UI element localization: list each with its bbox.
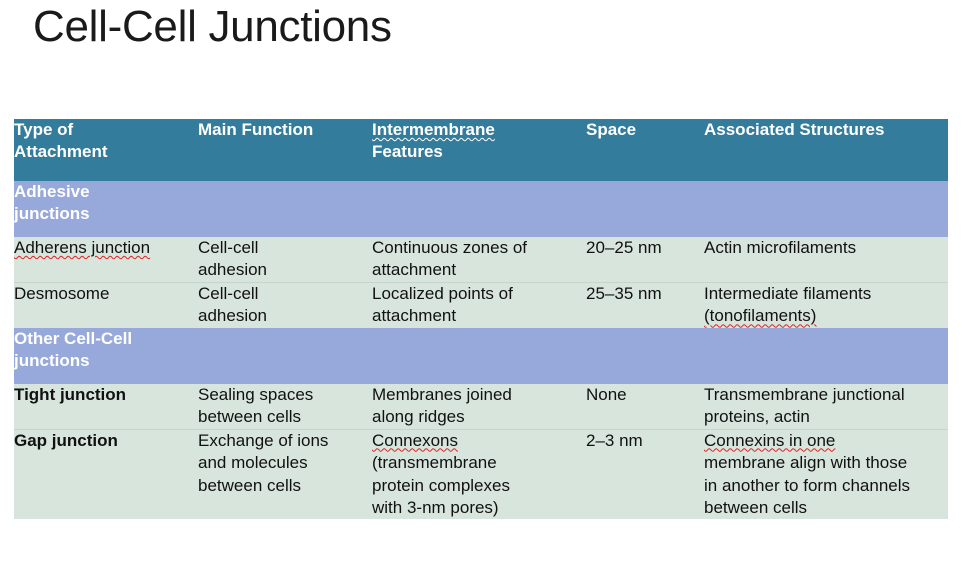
associated-line1: Transmembrane junctional bbox=[704, 384, 905, 404]
section-header-other-cell-cell-junctions-cell: Other Cell-Cell junctions bbox=[14, 327, 948, 384]
column-header-type-line2: Attachment bbox=[14, 141, 108, 161]
cell-main-function: Sealing spaces between cells bbox=[198, 383, 372, 430]
column-header-intermembrane-features: Intermembrane Features bbox=[372, 119, 586, 181]
cell-associated-structures: Intermediate filaments (tonofilaments) bbox=[704, 281, 948, 328]
cell-intermembrane-features: Connexons (transmembrane protein complex… bbox=[372, 428, 586, 520]
main-function-line1: Sealing spaces bbox=[198, 384, 314, 404]
cell-space: 25–35 nm bbox=[586, 281, 704, 328]
cell-type-attachment: Gap junction bbox=[14, 428, 198, 520]
section-title-line2: junctions bbox=[14, 203, 90, 223]
table-row: Gap junction Exchange of ions and molecu… bbox=[14, 428, 948, 520]
table-row: Desmosome Cell-cell adhesion Localized p… bbox=[14, 281, 948, 328]
main-function-line1: Cell-cell bbox=[198, 238, 259, 257]
intermembrane-line1: Membranes joined bbox=[372, 384, 512, 404]
cell-associated-structures: Connexins in one membrane align with tho… bbox=[704, 428, 948, 520]
intermembrane-line1: Continuous zones of bbox=[372, 238, 527, 257]
cell-type-attachment: Tight junction bbox=[14, 383, 198, 430]
cell-associated-structures: Transmembrane junctional proteins, actin bbox=[704, 383, 948, 430]
main-function-line1: Exchange of ions bbox=[198, 430, 329, 450]
intermembrane-line1: Localized points of bbox=[372, 283, 513, 303]
page-title: Cell-Cell Junctions bbox=[33, 2, 392, 51]
table-row: Tight junction Sealing spaces between ce… bbox=[14, 383, 948, 430]
section-title-line1: Other Cell-Cell bbox=[14, 328, 133, 348]
cell-junctions-table: Type of Attachment Main Function Interme… bbox=[14, 119, 948, 520]
associated-line2: proteins, actin bbox=[704, 407, 810, 427]
row-label-desmosome: Desmosome bbox=[14, 283, 110, 303]
column-header-type: Type of Attachment bbox=[14, 119, 198, 181]
intermembrane-line4: with 3-nm pores) bbox=[372, 497, 499, 517]
column-header-intermembrane-line1: Intermembrane bbox=[372, 120, 495, 139]
main-function-line2: adhesion bbox=[198, 306, 268, 326]
cell-associated-structures: Actin microfilaments bbox=[704, 237, 948, 283]
associated-line3: in another to form channels bbox=[704, 475, 911, 495]
section-title-line2: junctions bbox=[14, 350, 90, 370]
intermembrane-line2: attachment bbox=[372, 260, 457, 280]
associated-line1: Intermediate filaments bbox=[704, 283, 872, 303]
section-title-line1: Adhesive bbox=[14, 182, 90, 201]
cell-intermembrane-features: Continuous zones of attachment bbox=[372, 237, 586, 283]
cell-main-function: Cell-cell adhesion bbox=[198, 281, 372, 328]
main-function-line1: Cell-cell bbox=[198, 283, 259, 303]
main-function-line2: adhesion bbox=[198, 260, 268, 280]
cell-main-function: Exchange of ions and molecules between c… bbox=[198, 428, 372, 520]
table-header-row: Type of Attachment Main Function Interme… bbox=[14, 119, 948, 181]
section-header-adhesive-junctions: Adhesive junctions bbox=[14, 181, 948, 237]
intermembrane-line2: attachment bbox=[372, 306, 457, 326]
intermembrane-line3: protein complexes bbox=[372, 475, 510, 495]
section-header-adhesive-junctions-cell: Adhesive junctions bbox=[14, 181, 948, 237]
associated-line2: membrane align with those bbox=[704, 453, 908, 473]
associated-line2: (tonofilaments) bbox=[704, 306, 817, 326]
intermembrane-line2: along ridges bbox=[372, 407, 465, 427]
main-function-line2: between cells bbox=[198, 407, 302, 427]
column-header-type-line1: Type of bbox=[14, 120, 74, 139]
cell-space: 2–3 nm bbox=[586, 428, 704, 520]
table-row: Adherens junction Cell-cell adhesion Con… bbox=[14, 237, 948, 283]
cell-main-function: Cell-cell adhesion bbox=[198, 237, 372, 283]
main-function-line3: between cells bbox=[198, 475, 302, 495]
column-header-associated-line1: Associated Structures bbox=[704, 120, 885, 139]
cell-space: 20–25 nm bbox=[586, 237, 704, 283]
intermembrane-line1: Connexons bbox=[372, 430, 459, 450]
cell-intermembrane-features: Membranes joined along ridges bbox=[372, 383, 586, 430]
associated-line4: between cells bbox=[704, 497, 808, 517]
column-header-intermembrane-line2: Features bbox=[372, 141, 443, 161]
cell-space: None bbox=[586, 383, 704, 430]
associated-line1: Connexins in one bbox=[704, 430, 836, 450]
cell-intermembrane-features: Localized points of attachment bbox=[372, 281, 586, 328]
associated-line1: Actin microfilaments bbox=[704, 238, 857, 257]
table-header: Type of Attachment Main Function Interme… bbox=[14, 119, 948, 181]
section-header-other-cell-cell-junctions: Other Cell-Cell junctions bbox=[14, 327, 948, 384]
column-header-main-function-line1: Main Function bbox=[198, 120, 314, 139]
cell-type-attachment: Adherens junction bbox=[14, 237, 198, 283]
column-header-main-function: Main Function bbox=[198, 119, 372, 181]
column-header-space: Space bbox=[586, 119, 704, 181]
column-header-space-line1: Space bbox=[586, 120, 637, 139]
row-label-adherens-junction: Adherens junction bbox=[14, 238, 151, 257]
main-function-line2: and molecules bbox=[198, 453, 308, 473]
table-body: Adhesive junctions Adherens junction Cel… bbox=[14, 181, 948, 520]
column-header-associated-structures: Associated Structures bbox=[704, 119, 948, 181]
row-label-gap-junction: Gap junction bbox=[14, 430, 118, 450]
intermembrane-line2: (transmembrane bbox=[372, 453, 497, 473]
cell-type-attachment: Desmosome bbox=[14, 281, 198, 328]
row-label-tight-junction: Tight junction bbox=[14, 384, 127, 404]
